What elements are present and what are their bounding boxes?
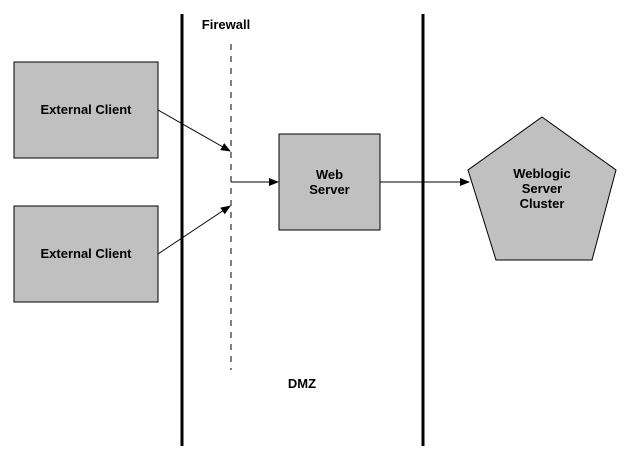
client-1-to-firewall-arrow [157,109,231,152]
external-client-box-1 [13,61,159,159]
web-server-label-line-2: Server [309,182,350,197]
weblogic-cluster-label: Weblogic Server Cluster [490,166,594,211]
web-server-label-line-1: Web [315,167,344,182]
web-server-box [278,133,381,231]
external-client-label-2: External Client [40,246,132,261]
web-server-label: Web Server [279,167,380,197]
firewall-label: Firewall [201,17,251,32]
weblogic-cluster-label-line-3: Cluster [519,196,565,211]
external-client-label-1: External Client [40,102,132,117]
weblogic-cluster-label-line-1: Weblogic [513,166,571,181]
external-client-box-2 [13,205,159,303]
weblogic-cluster-shape [467,116,617,261]
client-2-to-firewall-arrow [157,205,231,255]
weblogic-cluster-label-line-2: Server [521,181,563,196]
dmz-label: DMZ [287,376,317,391]
